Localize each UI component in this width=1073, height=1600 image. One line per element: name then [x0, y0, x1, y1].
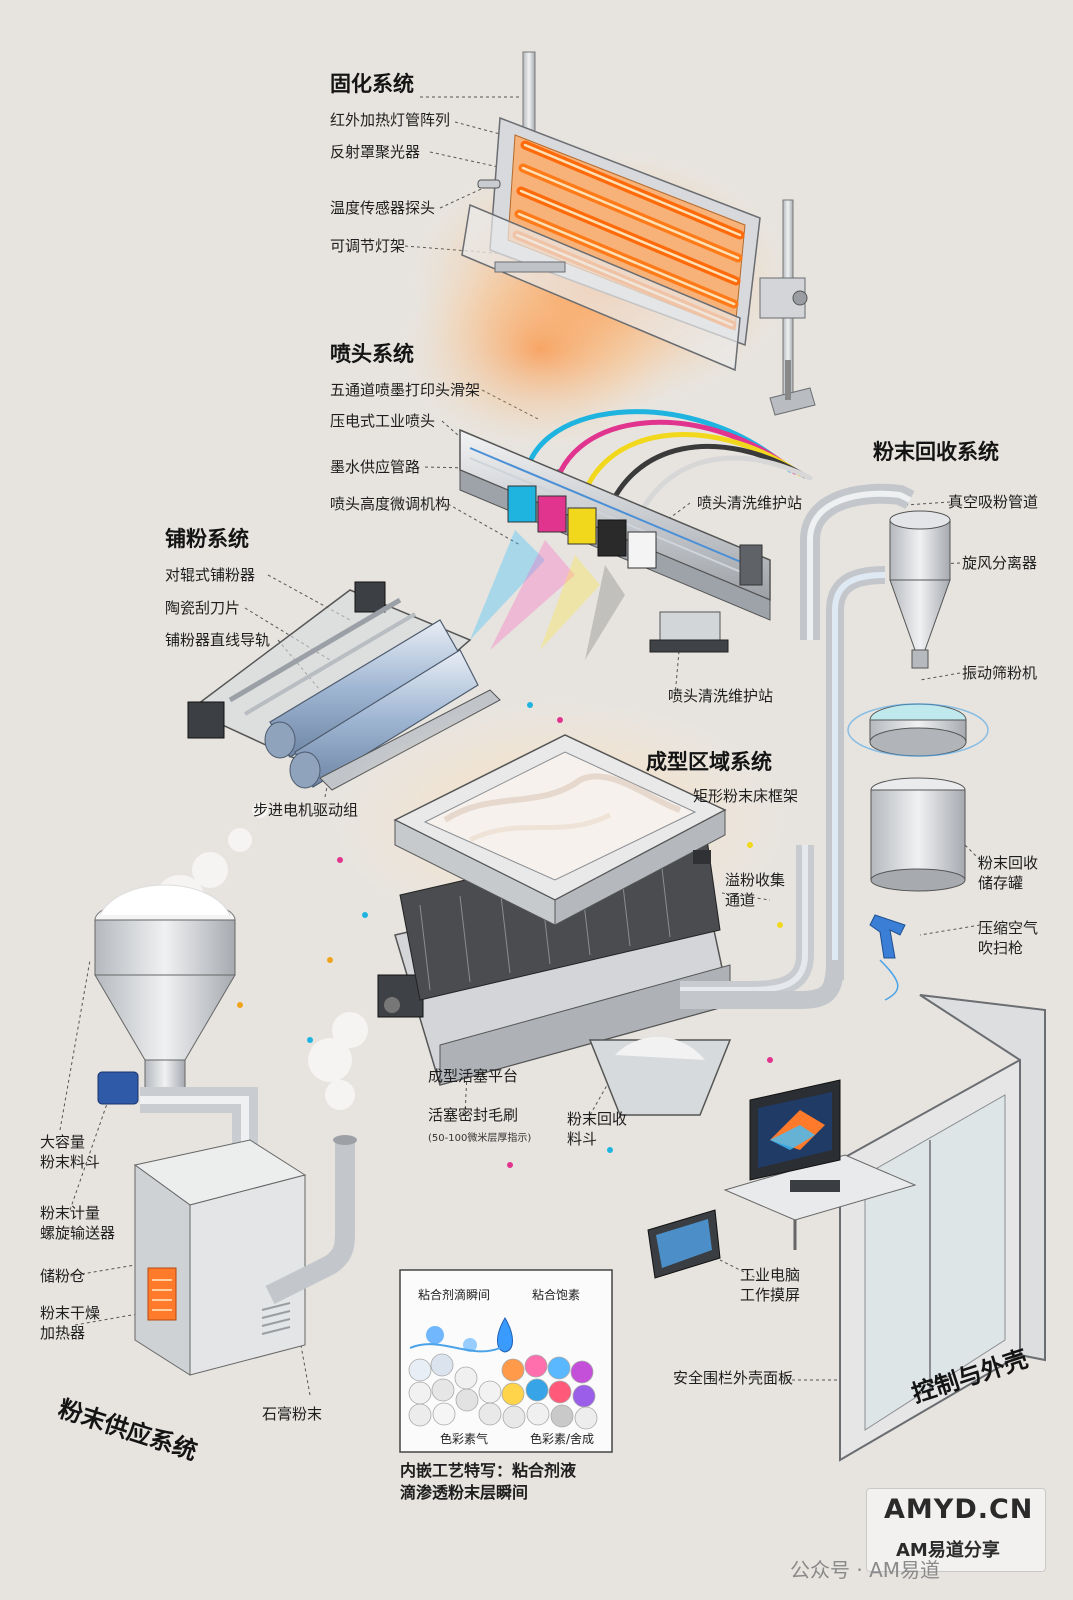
watermark-site: AMYD.CN	[884, 1494, 1034, 1525]
supply-label-screw-feeder: 粉末计量 螺旋输送器	[40, 1204, 116, 1242]
curing-label-temp-sensor: 温度传感器探头	[330, 199, 436, 217]
supply-label-hopper: 大容量 粉末料斗	[40, 1133, 101, 1171]
control-label-fence: 安全围栏外壳面板	[673, 1369, 794, 1387]
build-label-piston: 成型活塞平台	[428, 1067, 519, 1085]
curing-label-lamp-stand: 可调节灯架	[330, 237, 406, 255]
nozzle-label-station-top: 喷头清洗维护站	[697, 494, 803, 512]
inset-label-droplet-moment: 粘合剂滴瞬间	[418, 1288, 491, 1302]
nozzle-label-piezo-head: 压电式工业喷头	[330, 412, 436, 430]
watermark-box	[866, 1488, 1046, 1572]
control-system-art	[647, 994, 1046, 1462]
inset-label-color-right: 色彩素/舍成	[530, 1432, 595, 1446]
build-label-frame: 矩形粉末床框架	[693, 787, 799, 805]
curing-system-title: 固化系统	[330, 72, 414, 96]
recovery-system-art	[680, 483, 989, 1009]
curing-system-art	[400, 51, 816, 450]
spreader-label-rail: 铺粉器直线导轨	[165, 631, 271, 649]
build-label-overflow: 溢粉收集 通道	[725, 871, 786, 909]
nozzle-system-title: 喷头系统	[330, 342, 414, 366]
curing-label-reflector: 反射罩聚光器	[330, 143, 421, 161]
build-area-title: 成型区域系统	[646, 750, 772, 774]
control-label-pc: 工业电脑 工作摸屏	[740, 1266, 801, 1304]
spreader-label-blade: 陶瓷刮刀片	[165, 599, 241, 617]
spreader-label-roller: 对辊式铺粉器	[165, 566, 256, 584]
inset-closeup-art	[399, 1269, 613, 1453]
build-label-brush-note: (50-100微米层厚指示)	[428, 1133, 532, 1144]
recovery-label-air-gun: 压缩空气 吹扫枪	[978, 919, 1039, 957]
supply-label-dryer: 粉末干燥 加热器	[40, 1304, 101, 1342]
recovery-label-vacuum-pipe: 真空吸粉管道	[948, 493, 1039, 511]
recovery-system-title: 粉末回收系统	[873, 440, 999, 464]
watermark-name: AM易道分享	[896, 1540, 1000, 1561]
supply-label-storage-bin: 储粉仓	[40, 1267, 86, 1285]
inset-label-binder-saturation: 粘合饱素	[532, 1288, 581, 1302]
recovery-label-cyclone: 旋风分离器	[962, 554, 1038, 572]
build-label-brush: 活塞密封毛刷	[428, 1106, 519, 1124]
build-area-art	[237, 700, 814, 1168]
spreader-label-motor: 步进电机驱动组	[253, 801, 359, 819]
curing-label-ir-lamp-array: 红外加热灯管阵列	[330, 111, 451, 129]
inset-caption: 内嵌工艺特写：粘合剂液 滴渗透粉末层瞬间	[400, 1461, 577, 1502]
spreader-system-title: 铺粉系统	[165, 527, 249, 551]
nozzle-label-carriage: 五通道喷墨打印头滑架	[330, 381, 481, 399]
inset-label-color-left: 色彩素气	[440, 1432, 489, 1446]
nozzle-system-art	[459, 409, 813, 660]
recovery-label-storage-tank: 粉末回收 储存罐	[978, 854, 1039, 892]
nozzle-label-station-bottom: 喷头清洗维护站	[668, 687, 774, 705]
supply-system-art	[94, 802, 368, 1376]
nozzle-label-height-adjust: 喷头高度微调机构	[330, 495, 451, 513]
nozzle-label-ink-line: 墨水供应管路	[330, 458, 421, 476]
build-label-recovery-hopper: 粉末回收 料斗	[567, 1110, 628, 1148]
recovery-label-sieve: 振动筛粉机	[962, 664, 1038, 682]
supply-label-gypsum-powder: 石膏粉末	[262, 1405, 323, 1423]
watermark-account: 公众号 · AM易道	[790, 1558, 941, 1582]
